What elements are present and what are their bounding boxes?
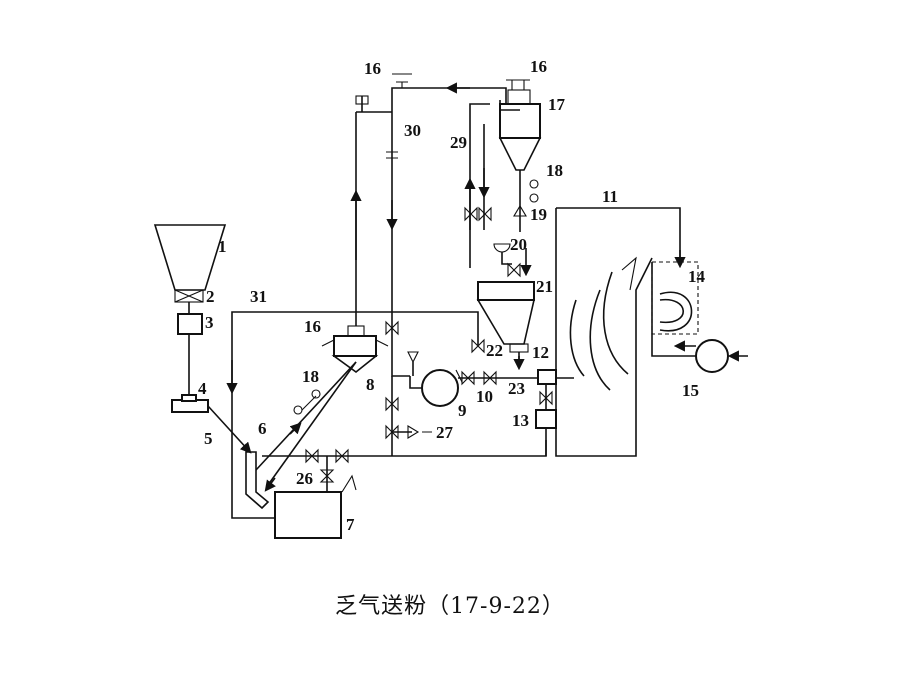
label-17: 17 — [548, 95, 566, 114]
label-10: 10 — [476, 387, 493, 406]
powder-bin-21 — [476, 281, 536, 353]
label-4: 4 — [198, 379, 207, 398]
cyclone-separator-17 — [498, 79, 542, 171]
burner-12 — [537, 369, 557, 385]
label-9: 9 — [458, 401, 467, 420]
label-29: 29 — [450, 133, 467, 152]
blower-15 — [673, 339, 748, 373]
label-14: 14 — [688, 267, 706, 286]
label-19: 19 — [530, 205, 547, 224]
exhaust-fan-9 — [409, 369, 459, 407]
label-16-separator: 16 — [304, 317, 321, 336]
valve-26 — [319, 469, 335, 483]
label-16-top-right: 16 — [530, 57, 547, 76]
label-16-top-left: 16 — [364, 59, 381, 78]
explosion-vent-16-left — [355, 95, 369, 105]
label-21: 21 — [536, 277, 553, 296]
label-13: 13 — [512, 411, 529, 430]
valve-30 — [386, 151, 398, 159]
label-22: 22 — [486, 341, 503, 360]
label-15: 15 — [682, 381, 699, 400]
coal-feeder-3 — [177, 313, 203, 335]
figure-caption: 乏气送粉（17-9-22） — [335, 594, 565, 619]
valve-20 — [493, 243, 511, 253]
mill-unit-7 — [274, 491, 342, 539]
label-5: 5 — [204, 429, 213, 448]
label-1: 1 — [218, 237, 227, 256]
air-preheater-14 — [651, 261, 699, 335]
explosion-vent-16-top — [392, 73, 412, 88]
label-30: 30 — [404, 121, 421, 140]
label-6: 6 — [258, 419, 267, 438]
recirculation-line-31 — [231, 311, 479, 396]
valve-pair — [305, 448, 349, 464]
label-27: 27 — [436, 423, 454, 442]
label-20: 20 — [510, 235, 527, 254]
label-2: 2 — [206, 287, 215, 306]
boiler-furnace-11 — [555, 207, 700, 457]
label-12: 12 — [532, 343, 549, 362]
valve-27 — [407, 425, 432, 439]
label-23: 23 — [508, 379, 525, 398]
coarse-separator-8 — [321, 325, 389, 374]
raw-coal-bunker — [153, 224, 227, 291]
label-31: 31 — [250, 287, 267, 306]
label-8: 8 — [366, 375, 375, 394]
label-7: 7 — [346, 515, 355, 534]
label-18-left: 18 — [302, 367, 319, 386]
label-11: 11 — [602, 187, 618, 206]
label-26: 26 — [296, 469, 313, 488]
label-18-top: 18 — [546, 161, 563, 180]
gate-valve-2 — [174, 289, 204, 303]
igniter-13 — [535, 409, 557, 429]
label-3: 3 — [205, 313, 214, 332]
coal-mill-6 — [245, 451, 270, 510]
